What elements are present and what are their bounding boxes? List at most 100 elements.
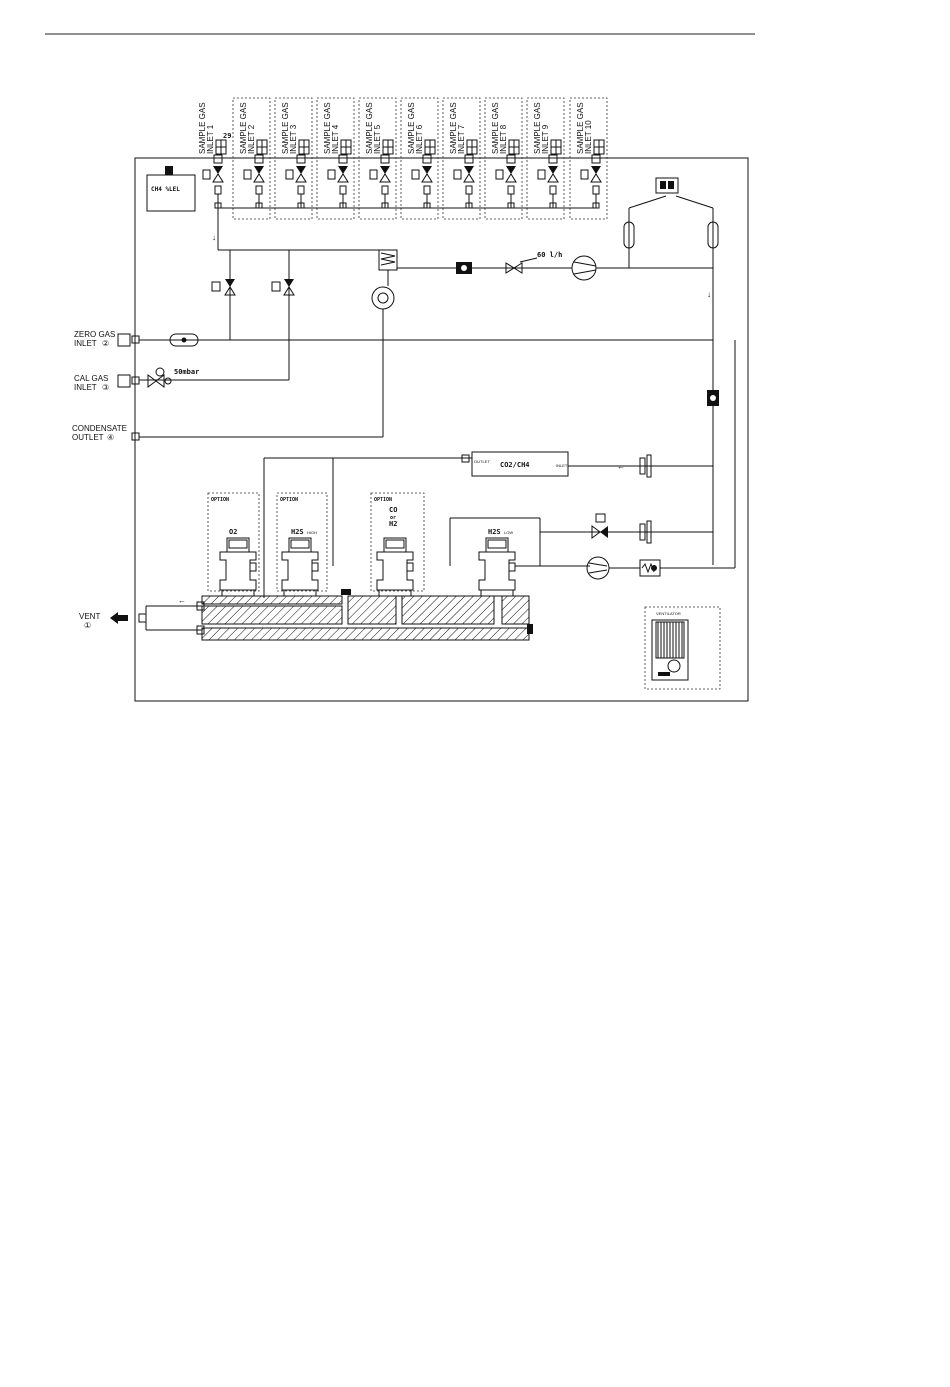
- inlet-label-line2: INLET 7: [457, 124, 466, 154]
- right-flow-sensor: [707, 390, 719, 406]
- solenoid-icon: [243, 169, 252, 180]
- condensate-mark: ④: [107, 433, 114, 442]
- condensate-label-1: CONDENSATE: [72, 424, 127, 433]
- sensor-name-alt: H2: [389, 520, 397, 528]
- inlet-label-line2: INLET 6: [415, 124, 424, 154]
- inlet-label-line1: SAMPLE GAS: [365, 102, 374, 154]
- ch4-detector-label: CH4 %LEL: [151, 186, 180, 193]
- inlet-number: 29: [223, 132, 231, 140]
- cal-gas-mark: ③: [102, 383, 109, 392]
- cal-gas-valve: [271, 279, 295, 296]
- cal-gas-pressure: 50mbar: [174, 368, 199, 376]
- sensor-name: H2S: [488, 528, 501, 536]
- zero-gas-filter: [169, 333, 199, 347]
- co2-ch4-title: CO2/CH4: [500, 461, 530, 469]
- condensate-outlet-port: [131, 432, 140, 441]
- fan-icon: [667, 659, 681, 673]
- sensor-name: H2S: [291, 528, 304, 536]
- filter-flange-bottom: [639, 520, 652, 544]
- co2-ch4-outlet: OUTLET: [474, 459, 490, 464]
- inlet-label-line2: INLET 8: [499, 124, 508, 154]
- flow-rate-label: 60 l/h: [537, 251, 562, 259]
- pressure-switch: [655, 177, 679, 194]
- zero-gas-label-2: INLET: [74, 339, 97, 348]
- flow-sensor: [456, 262, 472, 274]
- solenoid-icon: [537, 169, 546, 180]
- inlet-label-line2: INLET 3: [289, 124, 298, 154]
- inlet-label-line1: SAMPLE GAS: [198, 102, 207, 154]
- sensor-name: O2: [229, 528, 237, 536]
- filter-left: [623, 221, 635, 249]
- inlet-label-line1: SAMPLE GAS: [239, 102, 248, 154]
- analyzer-enclosure: [134, 157, 749, 702]
- cal-check-valve: [591, 513, 608, 539]
- sensor-pump: [586, 556, 610, 580]
- inlet-label-line1: SAMPLE GAS: [407, 102, 416, 154]
- inlet-label-line2: INLET 10: [584, 120, 593, 154]
- solenoid-icon: [411, 169, 420, 180]
- sensor-name-or: or: [390, 515, 396, 521]
- inlet-label-line1: SAMPLE GAS: [491, 102, 500, 154]
- sample-pump: [571, 255, 597, 281]
- cal-gas-label-2: INLET: [74, 383, 97, 392]
- inlet-label-line1: SAMPLE GAS: [576, 102, 585, 154]
- svg-text:↓: ↓: [707, 290, 711, 299]
- zero-gas-valve: [211, 279, 236, 296]
- sensor-option-label: OPTION: [211, 497, 229, 503]
- sensor-option-label: OPTION: [374, 497, 392, 503]
- zero-gas-label-1: ZERO GAS: [74, 330, 115, 339]
- inlet-label-line1: SAMPLE GAS: [281, 102, 290, 154]
- inlet-label-line1: SAMPLE GAS: [323, 102, 332, 154]
- condensate-label-2: OUTLET: [72, 433, 104, 442]
- ch4-detector-box: [146, 174, 196, 212]
- pressure-regulator: [147, 367, 172, 388]
- co2-ch4-analyzer: [471, 451, 569, 477]
- solenoid-icon: [495, 169, 504, 180]
- filter-flange-top: [639, 454, 652, 478]
- sensor-manifold-block: [201, 589, 533, 641]
- inlet-label-line2: INLET 1: [206, 124, 215, 154]
- svg-text:←: ←: [617, 462, 625, 471]
- ventilator-unit: VENTILATOR: [644, 606, 721, 690]
- vent-arrow-icon: [110, 612, 128, 624]
- svg-text:←: ←: [178, 596, 186, 605]
- solenoid-icon: [369, 169, 378, 180]
- gas-cooler: [371, 249, 398, 310]
- solenoid-icon: [580, 169, 589, 180]
- solenoid-icon: [202, 169, 211, 180]
- inlet-label-line2: INLET 2: [247, 124, 256, 154]
- solenoid-icon: [327, 169, 336, 180]
- spring-check-valve: [639, 559, 661, 577]
- solenoid-icon: [453, 169, 462, 180]
- flow-arrow: ↓: [212, 233, 216, 242]
- cal-gas-label-1: CAL GAS: [74, 374, 108, 383]
- cal-gas-inlet-port: [117, 374, 131, 388]
- ventilator-label: VENTILATOR: [656, 611, 681, 616]
- sensor-sub: LOW: [504, 530, 513, 535]
- needle-valve: [505, 262, 523, 274]
- zero-gas-mark: ②: [102, 339, 109, 348]
- sensor-option-label: OPTION: [280, 497, 298, 503]
- filter-right: [707, 221, 719, 249]
- inlet-label-line2: INLET 9: [541, 124, 550, 154]
- sensor-name: CO: [389, 506, 397, 514]
- co2-ch4-inlet: INLET: [556, 463, 568, 468]
- inlet-label-line1: SAMPLE GAS: [449, 102, 458, 154]
- zero-gas-inlet-port: [117, 333, 131, 347]
- sensor-sub: HIGH: [307, 530, 317, 535]
- vent-label: VENT: [79, 612, 100, 621]
